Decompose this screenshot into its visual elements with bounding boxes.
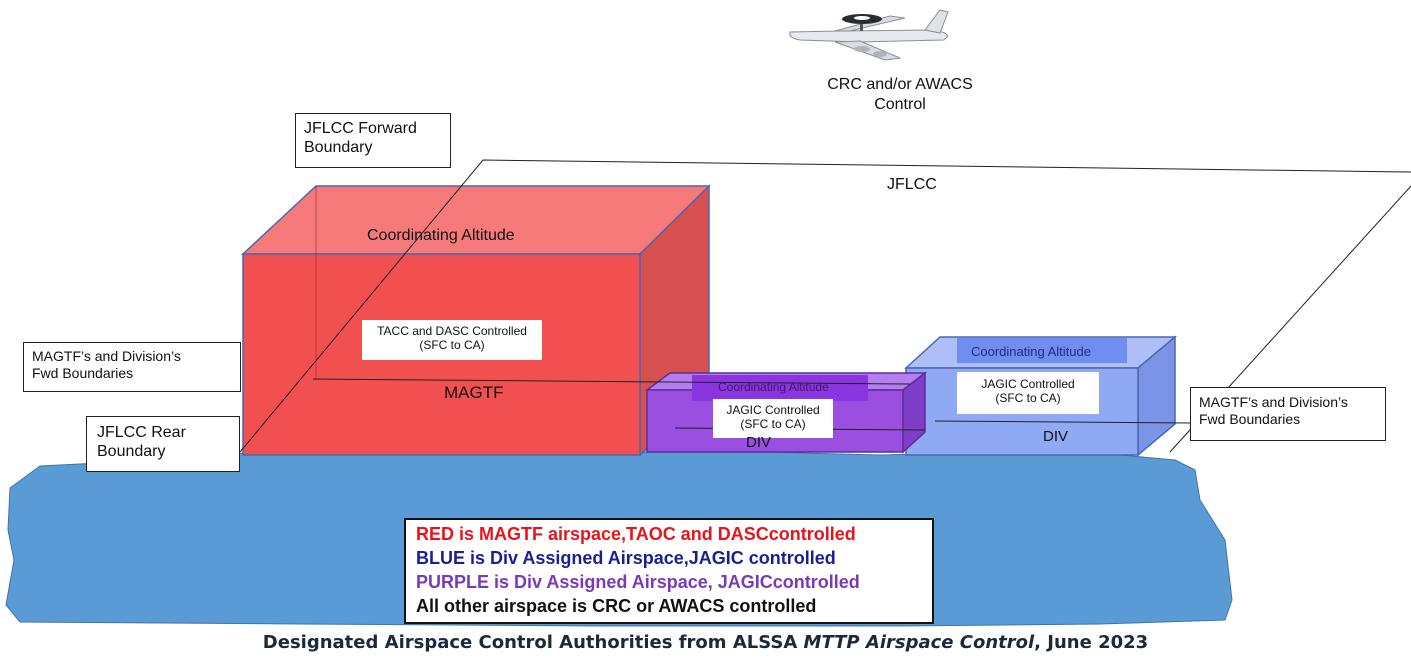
color-legend: RED is MAGTF airspace,TAOC and DASCcontr…	[404, 518, 934, 624]
caption-before: Designated Airspace Control Authorities …	[262, 632, 804, 653]
magtf-box	[241, 184, 711, 457]
jflcc-rear-boundary-box: JFLCC Rear Boundary	[86, 416, 240, 472]
magtf-division-fwd-boundaries-right: MAGTF’s and Division’s Fwd Boundaries	[1190, 387, 1386, 441]
magtf-label: MAGTF	[444, 383, 504, 402]
legend-other: All other airspace is CRC or AWACS contr…	[416, 596, 817, 616]
figure-caption: Designated Airspace Control Authorities …	[0, 632, 1411, 653]
div-purple-label: DIV	[746, 434, 772, 451]
fwd-boundary-left	[312, 378, 911, 385]
caption-italic: MTTP Airspace Control	[803, 632, 1035, 653]
jflcc-label: JFLCC	[887, 176, 937, 193]
awacs-aircraft-icon	[789, 9, 949, 61]
fwd-boundary-right	[934, 420, 1191, 424]
legend-red: RED is MAGTF airspace,TAOC and DASCcontr…	[416, 524, 856, 544]
jagic-controlled-purple-label: JAGIC Controlled (SFC to CA)	[713, 399, 833, 438]
legend-purple: PURPLE is Div Assigned Airspace, JAGICco…	[416, 572, 860, 592]
div-blue-label: DIV	[1043, 428, 1069, 445]
coordinating-altitude-purple: Coordinating Altitude	[718, 380, 829, 394]
legend-blue: BLUE is Div Assigned Airspace,JAGIC cont…	[416, 548, 836, 568]
coordinating-altitude-blue: Coordinating Altitude	[971, 344, 1091, 359]
magtf-division-fwd-boundaries-left: MAGTF’s and Division’s Fwd Boundaries	[23, 342, 241, 392]
awacs-control-label: CRC and/or AWACS Control	[827, 76, 973, 113]
jflcc-forward-boundary-box: JFLCC Forward Boundary	[295, 113, 451, 168]
coordinating-altitude-red: Coordinating Altitude	[367, 227, 515, 244]
jagic-controlled-blue-label: JAGIC Controlled (SFC to CA)	[957, 372, 1099, 414]
jflcc-boundary	[239, 159, 1411, 453]
caption-after: , June 2023	[1034, 632, 1149, 653]
tacc-dasc-controlled-label: TACC and DASC Controlled (SFC to CA)	[362, 320, 542, 360]
